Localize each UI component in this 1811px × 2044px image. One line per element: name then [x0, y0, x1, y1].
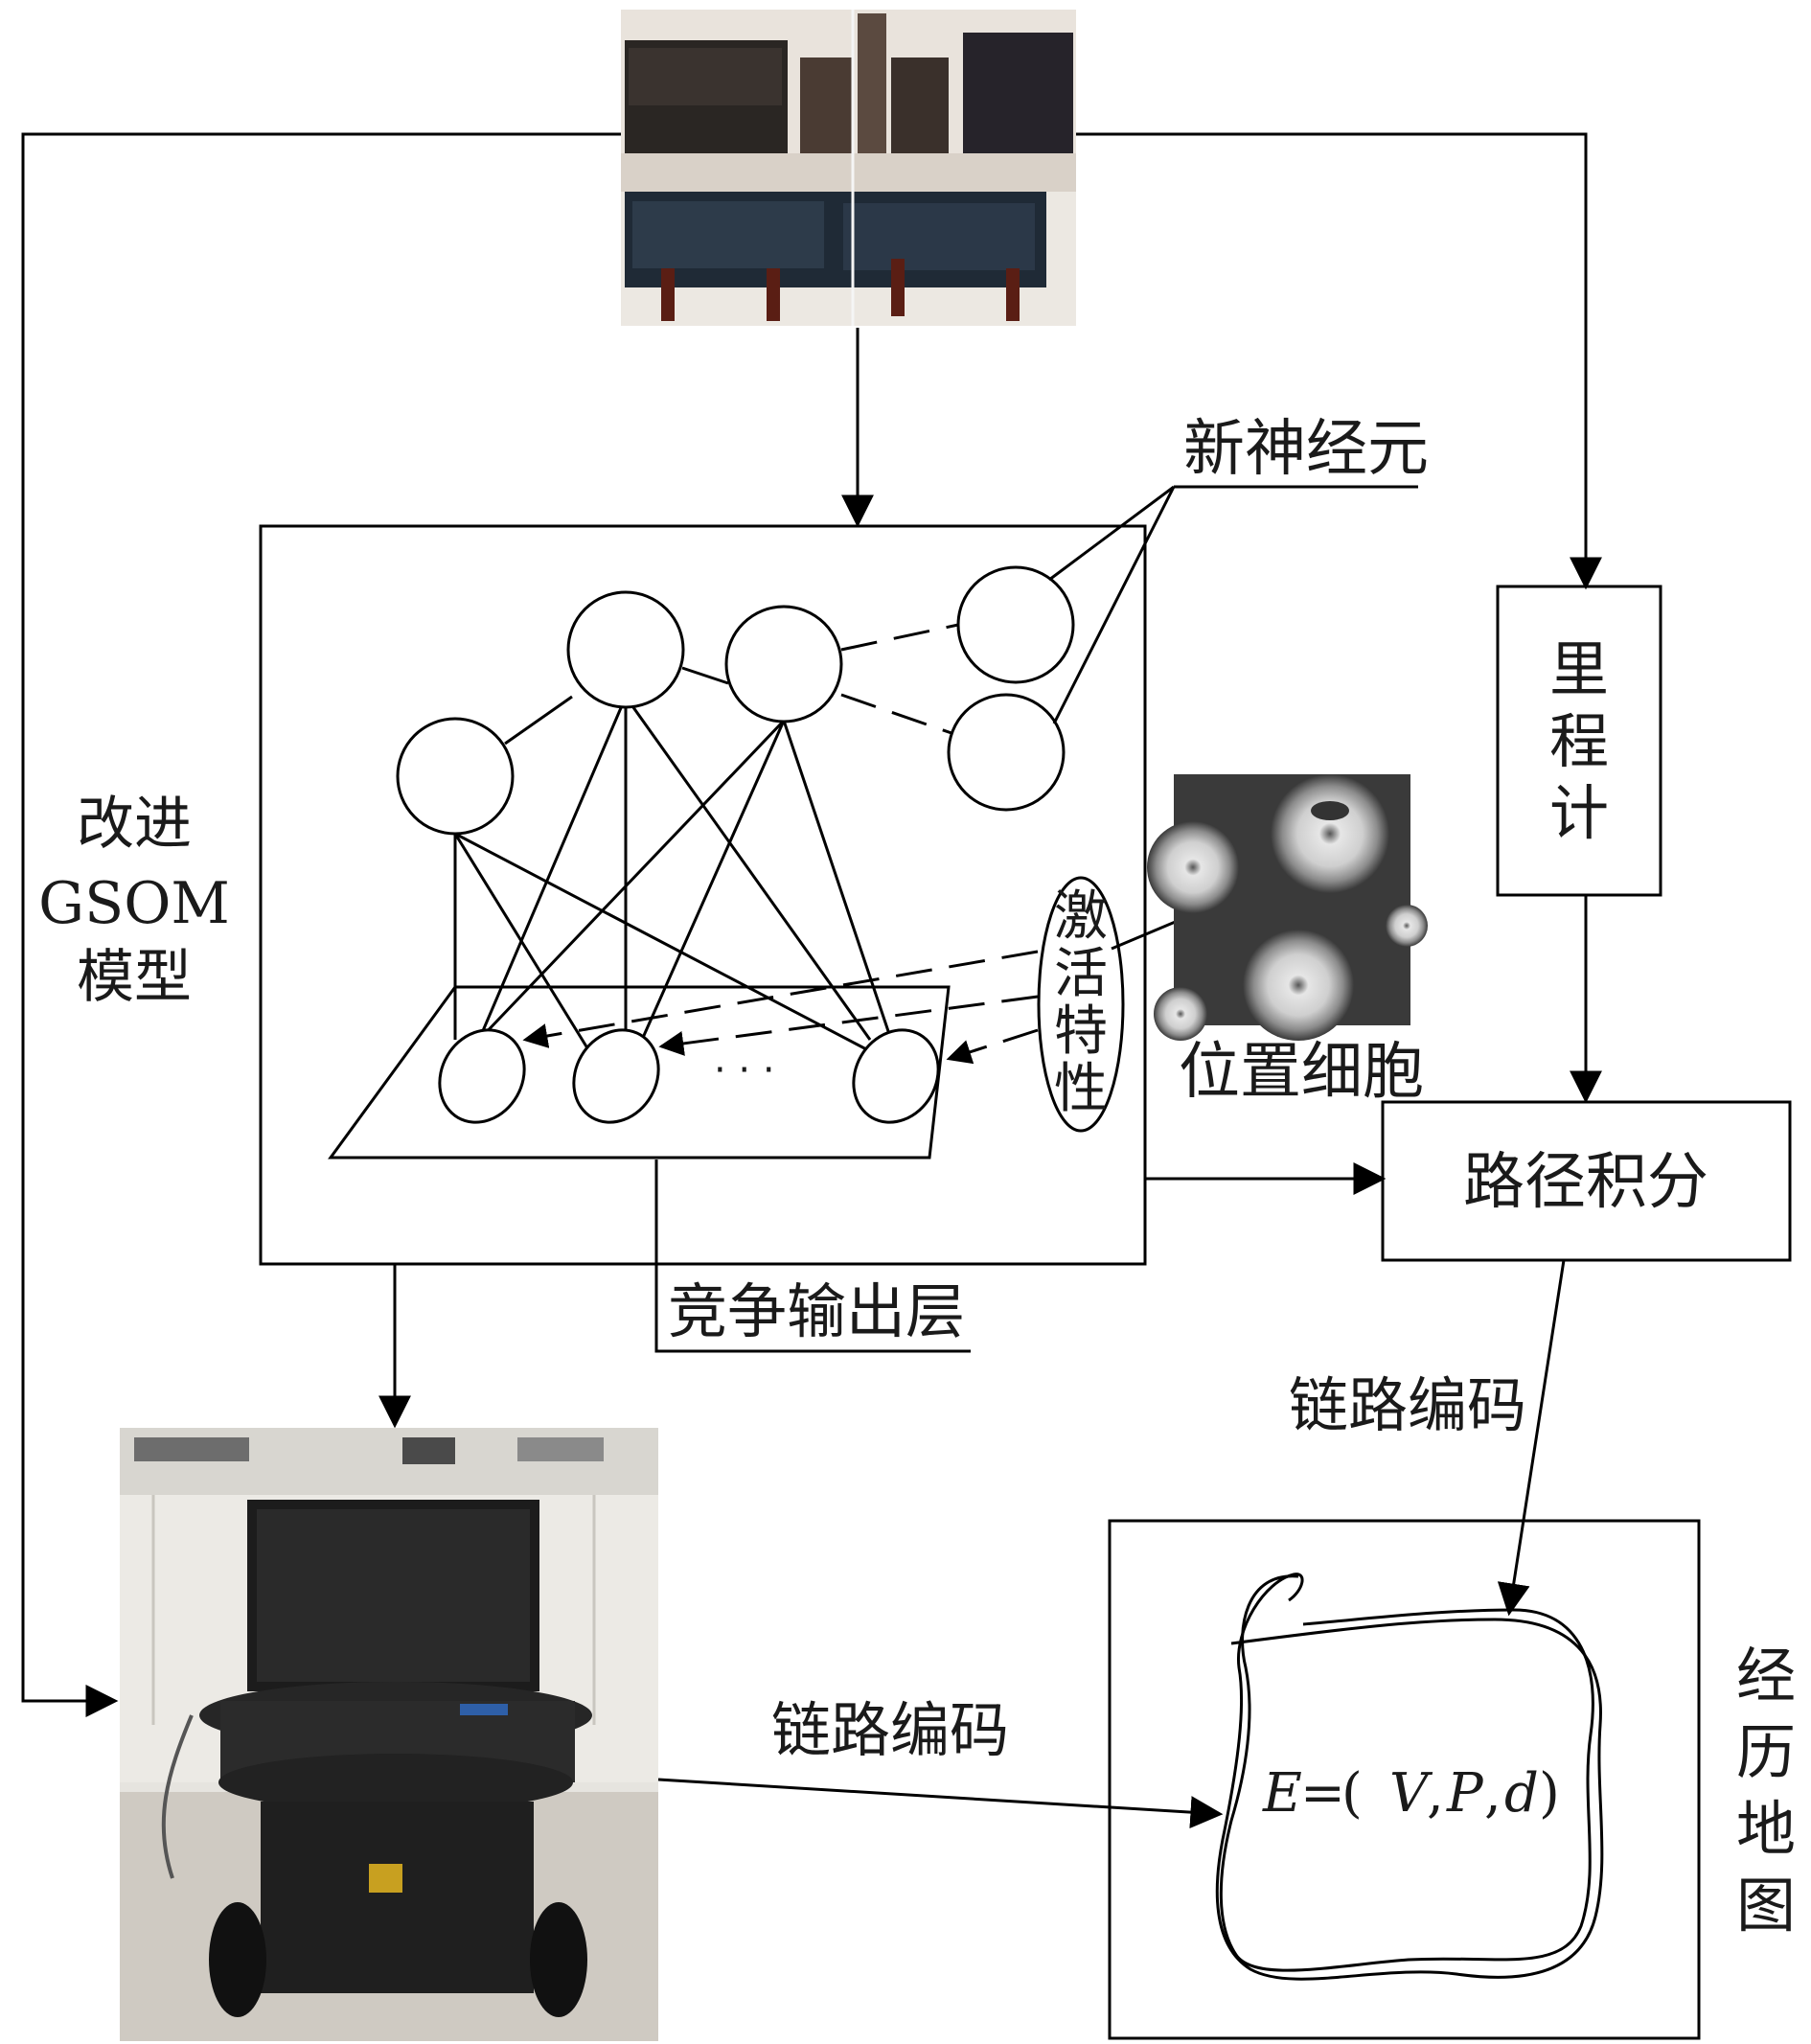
odometer-label: 里 程 计 [1549, 634, 1609, 848]
formula-c2: , [1484, 1762, 1502, 1825]
svg-text:里: 里 [1549, 634, 1609, 704]
output-neuron [438, 1028, 526, 1124]
activation-ellipse [1037, 876, 1125, 1133]
svg-text:历: 历 [1736, 1717, 1796, 1787]
mobile-robot-photo [120, 1428, 658, 2041]
svg-text:图: 图 [1736, 1871, 1796, 1941]
right-odometer-line [1076, 132, 1602, 590]
svg-text:GSOM: GSOM [38, 870, 230, 937]
svg-text:激: 激 [1054, 885, 1108, 948]
svg-text:性: 性 [1054, 1058, 1108, 1120]
place-cell-label: 位置细胞 [1179, 1037, 1424, 1108]
svg-text:地: 地 [1736, 1794, 1796, 1864]
link-coding-label-top: 链路编码 [1289, 1370, 1526, 1440]
competitive-output-plane [328, 950, 1039, 1160]
svg-text:特: 特 [1054, 1000, 1108, 1063]
formula-c1: , [1427, 1762, 1444, 1825]
robot-to-map-arrow [657, 1778, 1224, 1829]
formula-eq: = [1300, 1762, 1345, 1825]
output-neuron [572, 1028, 660, 1124]
left-feedback-line [21, 132, 621, 1717]
formula-lparen: ( [1341, 1762, 1363, 1825]
experience-map-trajectory [1215, 1573, 1604, 1981]
panoramic-camera-photo [621, 10, 1076, 326]
ellipsis: · · · [714, 1048, 775, 1092]
svg-text:计: 计 [1549, 778, 1609, 848]
experience-formula: E = ( V , P , d ) [1262, 1762, 1560, 1825]
activation-label: 激 活 特 性 [1054, 885, 1108, 1120]
path-integration-label: 路径积分 [1463, 1147, 1708, 1218]
neuron [396, 717, 515, 836]
gsom-box [259, 524, 1147, 1266]
experience-map-label: 经 历 地 图 [1736, 1641, 1796, 1941]
path-integration-box [1381, 1100, 1792, 1262]
formula-E: E [1262, 1762, 1302, 1825]
competitive-output-callout: 竞争输出层 [654, 1160, 971, 1353]
formula-rparen: ) [1539, 1762, 1560, 1825]
new-neuron [947, 693, 1066, 812]
neuron [566, 590, 685, 709]
experience-map-box [1108, 1519, 1701, 2040]
formula-d: d [1504, 1762, 1539, 1825]
place-cell-firing-heatmap [1147, 774, 1428, 1041]
svg-text:经: 经 [1736, 1641, 1796, 1711]
neuron-network [396, 565, 1075, 1053]
svg-text:活: 活 [1054, 943, 1108, 1005]
svg-text:程: 程 [1549, 706, 1609, 776]
new-neuron-label: 新神经元 [1183, 414, 1429, 485]
new-neuron-callout: 新神经元 [1048, 414, 1429, 724]
model-label: 改进 GSOM 模型 [38, 791, 230, 1011]
output-neuron [852, 1028, 940, 1124]
link-coding-label-bottom: 链路编码 [771, 1695, 1009, 1765]
odometer-box [1496, 585, 1662, 897]
new-neuron [956, 565, 1075, 684]
path-to-map-arrow [1497, 1259, 1566, 1617]
neuron [724, 605, 843, 723]
svg-text:改进: 改进 [77, 791, 192, 858]
formula-V: V [1389, 1762, 1433, 1825]
competitive-output-label: 竞争输出层 [668, 1276, 965, 1346]
svg-text:模型: 模型 [77, 944, 192, 1011]
formula-P: P [1446, 1762, 1484, 1825]
